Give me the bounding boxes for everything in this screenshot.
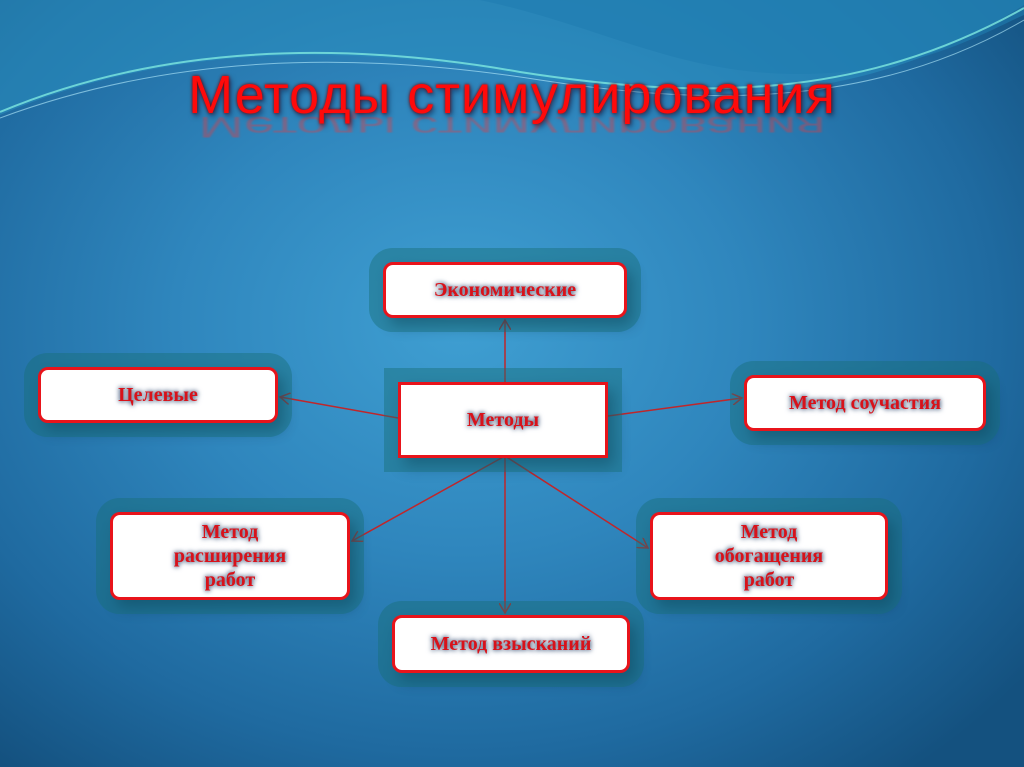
node-economic: Экономические — [383, 262, 627, 318]
node-enrichment-label: Метод обогащения работ — [714, 521, 824, 591]
node-center: Методы — [398, 382, 608, 458]
node-penalties-label: Метод взысканий — [430, 633, 592, 655]
node-expansion: Метод расширения работ — [110, 512, 350, 600]
node-center-label: Методы — [466, 409, 540, 431]
node-penalties: Метод взысканий — [392, 615, 630, 673]
edge-enrichment — [504, 455, 648, 548]
node-economic-label: Экономические — [433, 279, 577, 301]
decorative-wave — [0, 0, 1024, 119]
edge-expansion — [352, 455, 506, 541]
node-target: Целевые — [38, 367, 278, 423]
node-participation: Метод соучастия — [744, 375, 986, 431]
node-participation-label: Метод соучастия — [788, 392, 942, 414]
node-enrichment: Метод обогащения работ — [650, 512, 888, 600]
edge-participation — [607, 398, 742, 417]
node-expansion-label: Метод расширения работ — [173, 521, 287, 591]
node-target-label: Целевые — [118, 384, 198, 406]
page-title: Методы стимулирования — [188, 65, 836, 125]
edge-target — [280, 397, 399, 419]
